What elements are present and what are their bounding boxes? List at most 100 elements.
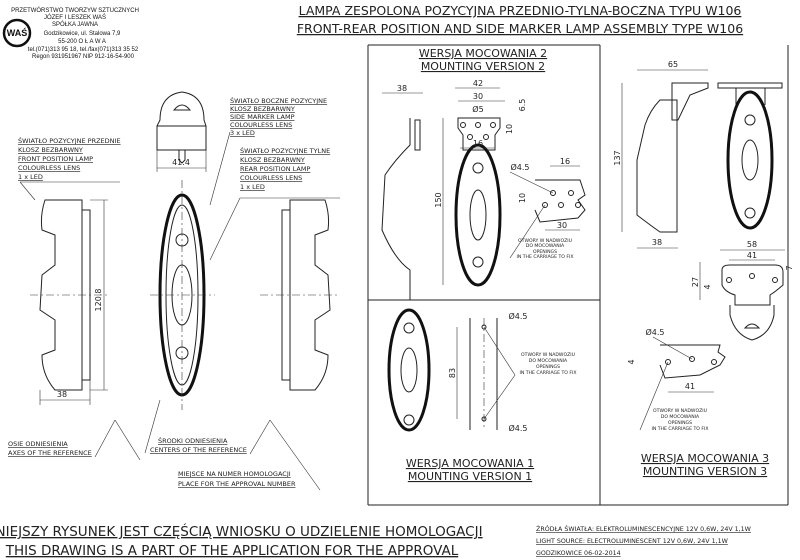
dim: 4 (627, 359, 636, 364)
label-line: PLACE FOR THE APPROVAL NUMBER (178, 480, 296, 488)
company-logo (2, 18, 32, 48)
dim: Ø4.5 (508, 311, 527, 321)
note-line: DO MOCOWANIA (661, 414, 700, 420)
label-line: 1 x LED (240, 183, 265, 191)
label-line: COLOURLESS LENS (240, 174, 302, 182)
dim: 42 (473, 79, 483, 88)
dim: 4 (703, 284, 712, 289)
dim: 58 (747, 240, 757, 249)
label-line: OSIE ODNIESIENIA (8, 440, 68, 448)
dim-height: 120.8 (94, 289, 103, 312)
label-line: ŚWIATŁO POZYCYJNE PRZEDNIE (18, 136, 121, 145)
company-line: SPÓŁKA JAWNA (52, 21, 98, 28)
label-line: FRONT POSITION LAMP (18, 155, 93, 163)
drawing-date: GODZIKOWICE 06-02-2014 (536, 550, 621, 557)
dim: 38 (652, 238, 662, 247)
dim: 137 (613, 150, 622, 165)
label-front-position: ŚWIATŁO POZYCYJNE PRZEDNIE KLOSZ BEZBARW… (18, 136, 121, 181)
front-view (150, 180, 215, 410)
dim: Ø4.5 (645, 327, 664, 337)
label-line: 1 x LED (18, 173, 43, 181)
company-line: 55-200 O Ł A W A (58, 39, 106, 45)
label-axes: OSIE ODNIESIENIA AXES OF THE REFERENCE (8, 440, 92, 457)
leader-lines (19, 131, 340, 491)
dim-depth: 38 (57, 390, 67, 399)
note-line: IN THE CARRIAGE TO FIX (517, 254, 574, 260)
dim: 30 (557, 221, 567, 230)
dim: 38 (397, 84, 407, 93)
label-line: COLOURLESS LENS (230, 121, 292, 129)
dim: 16 (560, 157, 570, 166)
company-line: PRZETWÓRSTWO TWORZYW SZTUCZNYCH (11, 7, 139, 14)
dim: 10 (505, 124, 514, 134)
front-side-view: 38 120.8 (30, 199, 110, 405)
note-line: OTWORY W NADWOZIU (653, 408, 707, 414)
label-line: ŚRODKI ODNIESIENIA (158, 436, 228, 445)
label-line: KLOSZ BEZBARWNY (230, 105, 295, 113)
light-source-en: LIGHT SOURCE: ELECTROLUMINESCENT 12V 0,6… (536, 538, 729, 545)
version-title: MOUNTING VERSION 2 (421, 60, 545, 73)
label-line: REAR POSITION LAMP (240, 165, 310, 173)
dim: 150 (434, 192, 443, 207)
version-title: WERSJA MOCOWANIA 1 (406, 457, 534, 470)
dim: 30 (473, 92, 483, 101)
label-line: 3 x LED (230, 129, 255, 137)
dim: 83 (448, 368, 457, 378)
label-line: MIEJSCE NA NUMER HOMOLOGACJI (178, 470, 291, 478)
version-title: WERSJA MOCOWANIA 2 (419, 47, 547, 60)
company-line: tel.(071)313 95 18, tel./fax(071)313 35 … (28, 47, 139, 53)
label-line: COLOURLESS LENS (18, 164, 80, 172)
label-line: ŚWIATŁO BOCZNE POZYCYJNE (230, 96, 327, 105)
note-line: OPENINGS (533, 249, 557, 255)
dim: 27 (691, 277, 700, 287)
mounting-version-2: WERSJA MOCOWANIA 2 MOUNTING VERSION 2 38… (381, 47, 586, 300)
label-line: KLOSZ BEZBARWNY (18, 146, 83, 154)
dim: 7 (785, 265, 794, 270)
rear-side-view (260, 199, 340, 391)
title-en: FRONT-REAR POSITION AND SIDE MARKER LAMP… (297, 21, 743, 36)
version-title: MOUNTING VERSION 1 (408, 470, 532, 483)
mounting-version-1: 83 Ø4.5 Ø4.5 OTWORY W NADWOZIU DO MOCOWA… (387, 308, 577, 483)
note-line: OTWORY W NADWOZIU (518, 238, 572, 244)
company-block: WAŚ PRZETWÓRSTWO TWORZYW SZTUCZNYCH JÓZE… (2, 7, 139, 60)
dim: 65 (668, 60, 678, 69)
dim: 41 (747, 251, 757, 260)
label-line: ŚWIATŁO POZYCYJNE TYLNE (240, 146, 330, 155)
title-pl: LAMPA ZESPOLONA POZYCYJNA PRZEDNIO-TYLNA… (299, 3, 742, 18)
footer-pl: NINIEJSZY RYSUNEK JEST CZĘŚCIĄ WNIOSKU O… (0, 522, 483, 540)
note-line: DO MOCOWANIA (529, 358, 568, 364)
version-title: MOUNTING VERSION 3 (643, 465, 767, 478)
note-line: OPENINGS (536, 364, 560, 370)
dim: 41 (685, 382, 695, 391)
company-line: Regon 931951967 NIP 912-16-54-900 (32, 54, 135, 60)
light-source-pl: ŹRÓDŁA ŚWIATŁA: ELEKTROLUMINESCENCYJNE 1… (536, 524, 752, 533)
dim-top-width: 41.4 (172, 158, 190, 167)
company-line: JÓZEF I LESZEK WAŚ (44, 13, 106, 21)
dim: Ø5 (472, 104, 483, 114)
footer-en: THIS DRAWING IS A PART OF THE APPLICATIO… (5, 543, 459, 559)
top-view: 41.4 (156, 91, 207, 172)
dim: 6.5 (518, 99, 527, 112)
label-centers: ŚRODKI ODNIESIENIA CENTERS OF THE REFERE… (150, 436, 247, 454)
note-line: IN THE CARRIAGE TO FIX (652, 426, 709, 432)
dim: Ø4.5 (508, 423, 527, 433)
label-rear-position: ŚWIATŁO POZYCYJNE TYLNE KLOSZ BEZBARWNY … (240, 146, 330, 191)
label-side-marker: ŚWIATŁO BOCZNE POZYCYJNE KLOSZ BEZBARWNY… (230, 96, 327, 137)
label-line: SIDE MARKER LAMP (230, 113, 295, 121)
label-line: CENTERS OF THE REFERENCE (150, 446, 247, 454)
dim: 16 (473, 139, 483, 148)
dim: Ø4.5 (510, 162, 529, 172)
version-title: WERSJA MOCOWANIA 3 (641, 452, 769, 465)
frames (367, 44, 789, 506)
mounting-version-3: 65 137 38 58 41 27 4 7 Ø4.5 4 41 OTWORY … (613, 60, 794, 478)
label-line: AXES OF THE REFERENCE (8, 449, 92, 457)
label-approval: MIEJSCE NA NUMER HOMOLOGACJI PLACE FOR T… (178, 470, 296, 488)
logo-text: WAŚ (7, 27, 28, 38)
company-line: Godzikowice, ul. Stalowa 7,9 (44, 31, 121, 37)
note-line: OPENINGS (668, 420, 692, 426)
dim: 10 (518, 193, 527, 203)
note-line: DO MOCOWANIA (526, 243, 565, 249)
label-line: KLOSZ BEZBARWNY (240, 156, 305, 164)
note-line: IN THE CARRIAGE TO FIX (520, 370, 577, 376)
